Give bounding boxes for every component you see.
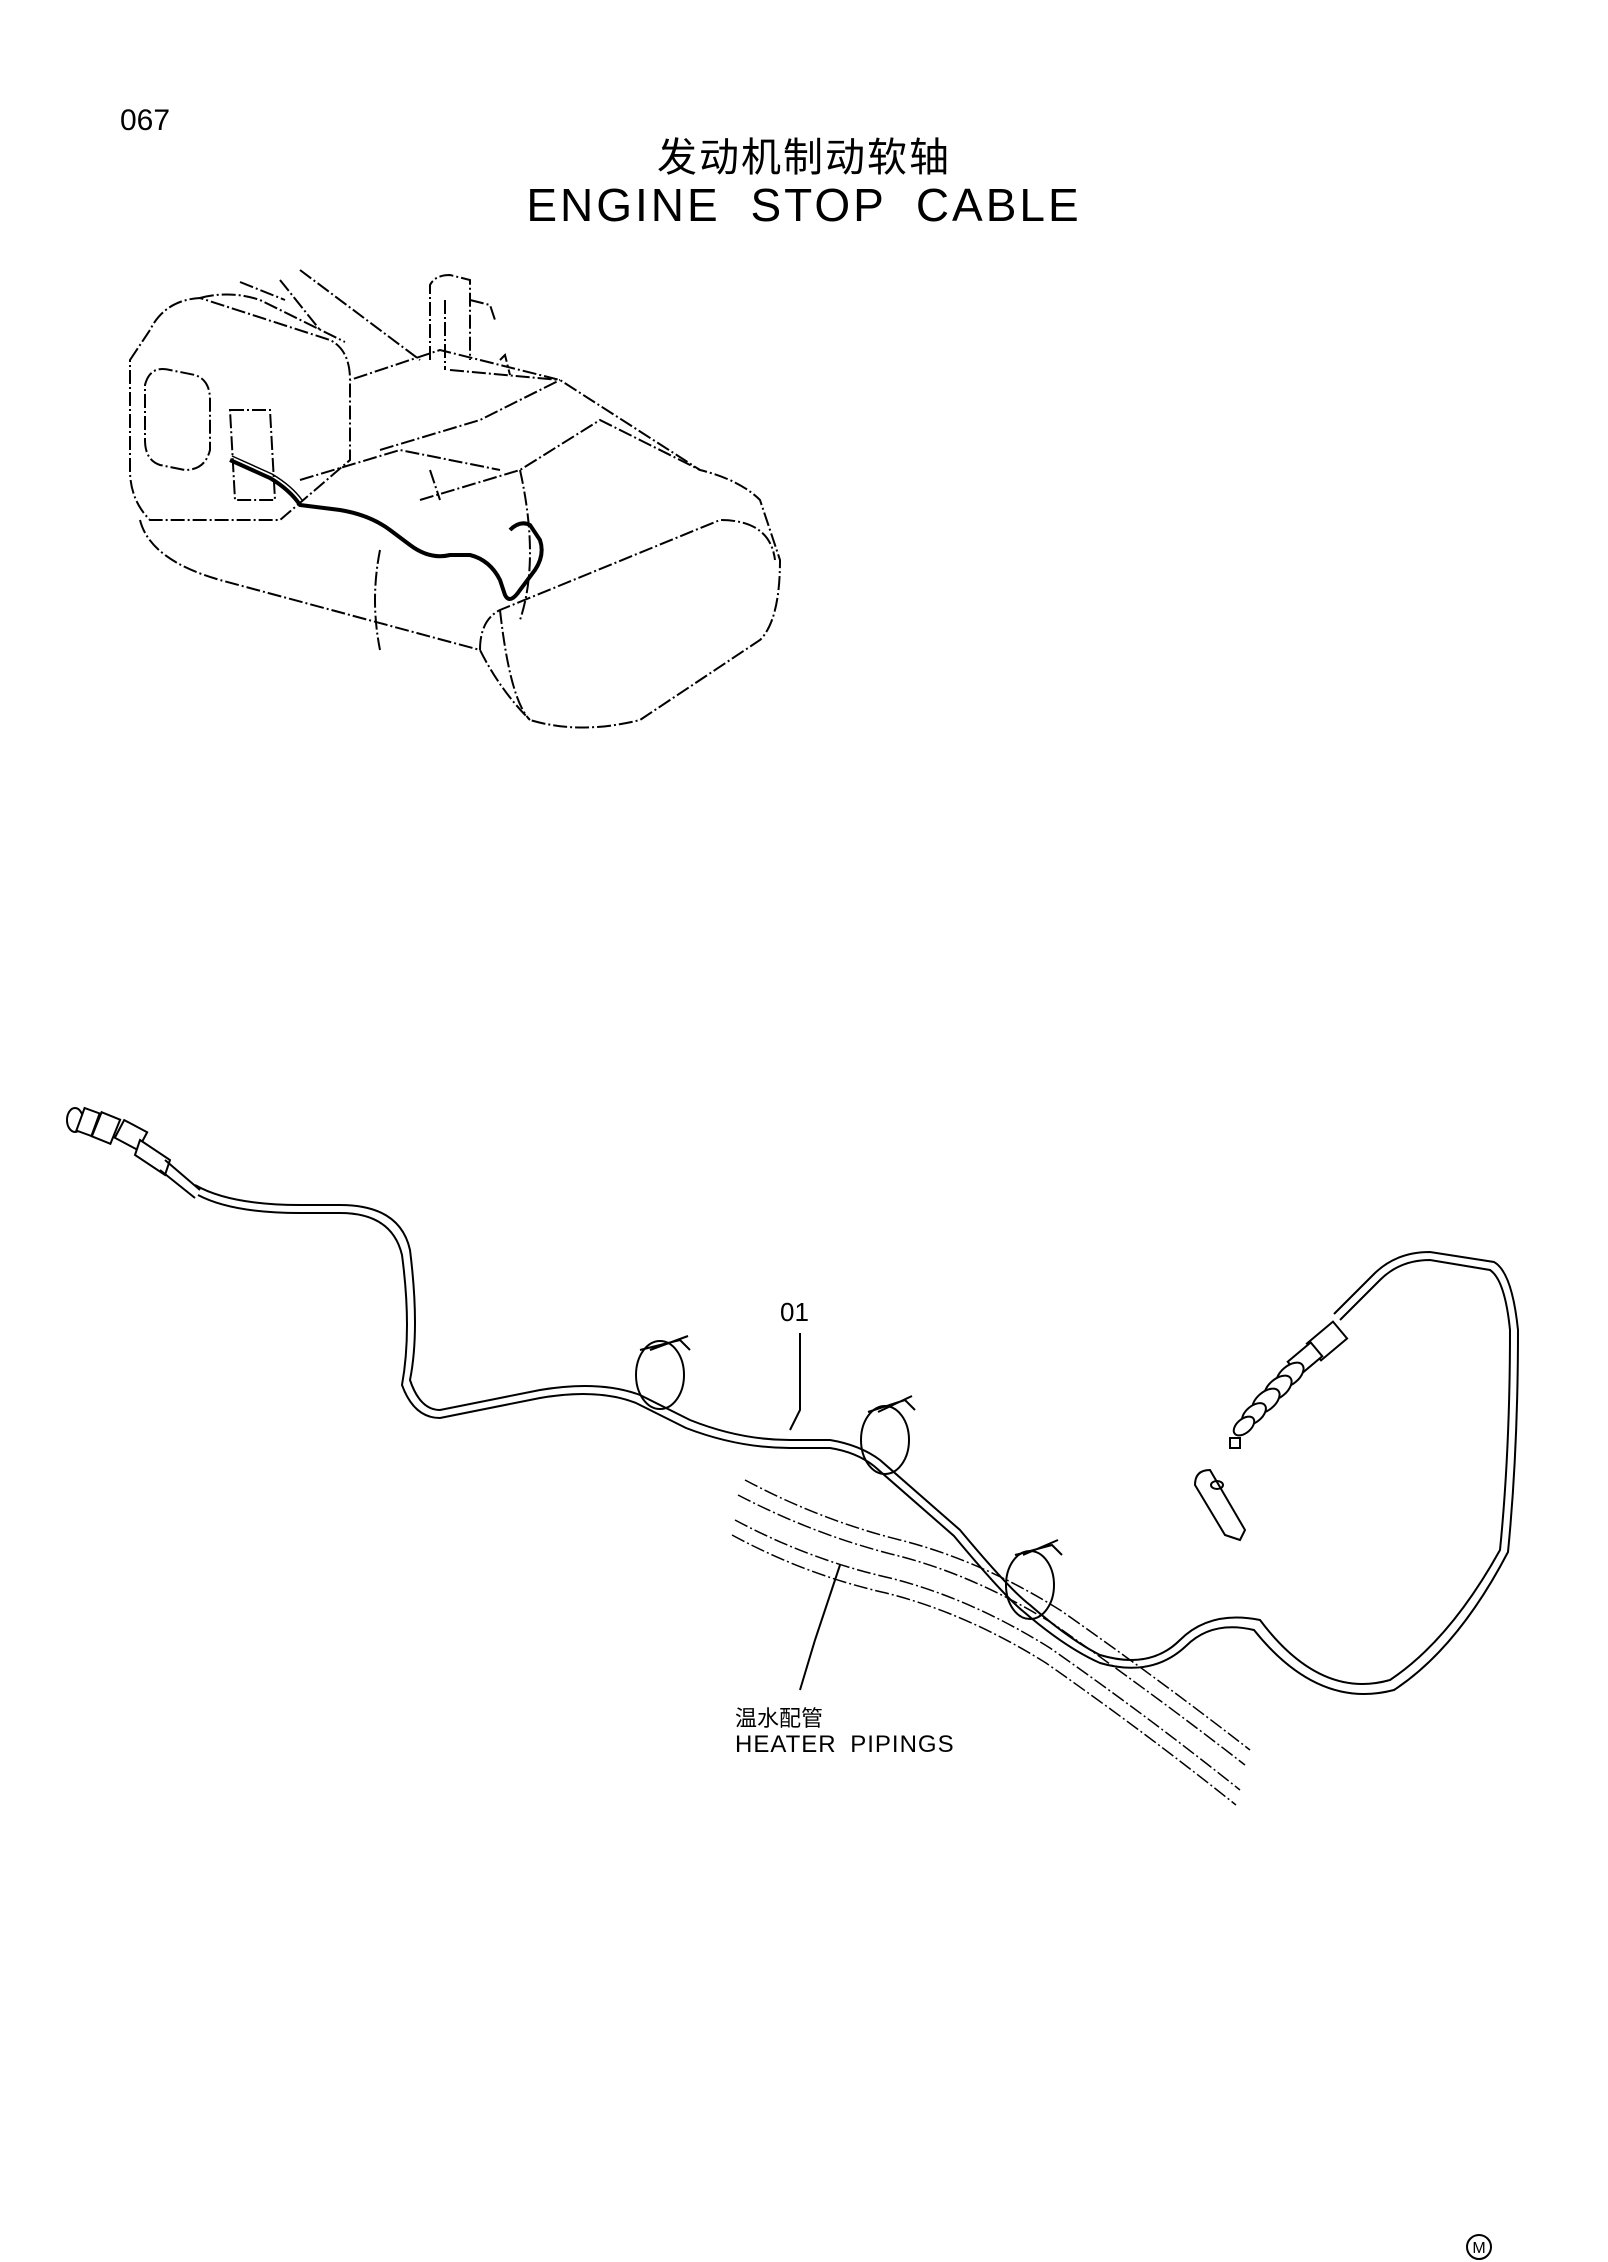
cable-clamp — [860, 1405, 910, 1475]
bracket — [1193, 1468, 1247, 1542]
excavator-overview-illustration — [129, 269, 782, 729]
heater-pipings-label-en: HEATER PIPINGS — [735, 1731, 955, 1758]
cable-line-outer — [194, 1184, 1512, 1685]
title-chinese: 发动机制动软轴 — [657, 135, 951, 181]
heater-pipings-label-cn: 温水配管 — [735, 1707, 824, 1732]
cable-clamp — [1005, 1550, 1055, 1620]
circled-m-mark: M — [1466, 2234, 1492, 2260]
part-number-label: 01 — [780, 1297, 809, 1327]
cable-clamp — [635, 1340, 685, 1410]
heater-pipings-leader — [799, 1564, 841, 1691]
cable-clamps — [635, 1335, 1063, 1620]
title-english: ENGINE STOP CABLE — [526, 179, 1082, 231]
cable-right-fitting — [1229, 1320, 1349, 1449]
page-number: 067 — [120, 104, 171, 137]
cable-left-connector — [66, 1106, 201, 1199]
cable-line-inner — [197, 1194, 1520, 1695]
part-number-leader — [789, 1333, 801, 1431]
